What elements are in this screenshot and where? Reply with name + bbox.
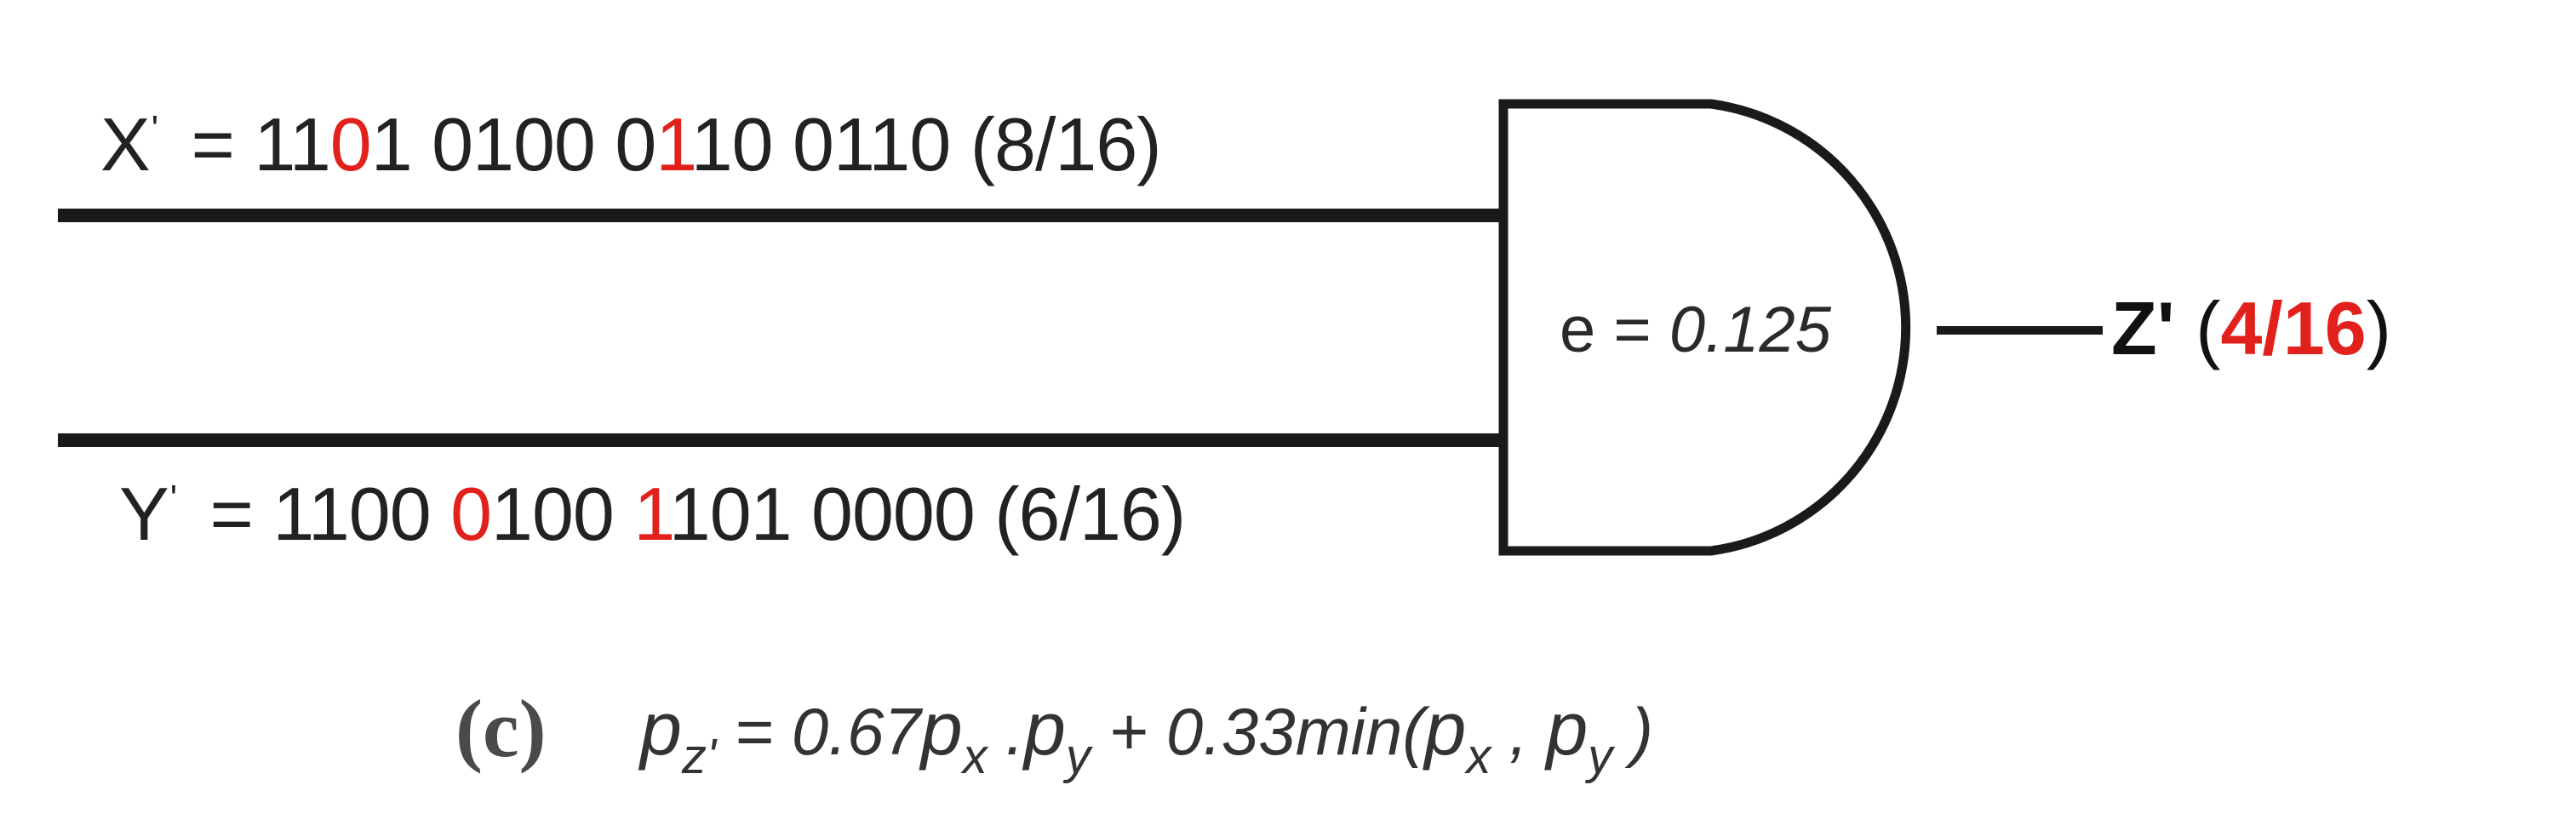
y-bitstream: 1100 0100 1101 0000 xyxy=(272,472,976,556)
x-bits-segment: 10 0110 xyxy=(690,102,952,186)
y-bits-segment: 1100 xyxy=(272,472,451,556)
x-input-label: X' = 1101 0100 0110 0110 (8/16) xyxy=(100,107,1162,182)
error-value: 0.125 xyxy=(1669,294,1832,366)
x-equals: = xyxy=(171,102,255,186)
x-bits-segment: 1 0100 0 xyxy=(370,102,657,186)
x-probability: (8/16) xyxy=(970,102,1162,186)
formula-p: p xyxy=(1546,686,1589,771)
y-bits-segment: 101 0000 xyxy=(668,472,976,556)
z-paren-close: ) xyxy=(2366,286,2392,370)
formula-sub: x xyxy=(962,729,987,784)
y-input-label: Y' = 1100 0100 1101 0000 (6/16) xyxy=(119,477,1186,552)
z-name: Z' xyxy=(2111,286,2175,370)
y-name: Y xyxy=(119,472,169,556)
formula-p: p xyxy=(920,686,963,771)
y-equals: = xyxy=(190,472,273,556)
formula-sub: y xyxy=(1588,729,1613,784)
formula-text: . xyxy=(987,694,1025,769)
formula-text: = 0.67 xyxy=(716,694,921,769)
x-bits-segment: 11 xyxy=(254,102,330,186)
y-probability: (6/16) xyxy=(994,472,1186,556)
caption-tag: (c) xyxy=(455,683,547,774)
y-prime: ' xyxy=(169,478,177,519)
formula-p: p xyxy=(1024,686,1066,771)
formula-text: ) xyxy=(1612,694,1653,769)
formula-sub: x xyxy=(1466,729,1491,784)
x-bitstream: 1101 0100 0110 0110 xyxy=(254,102,952,186)
error-prefix: e = xyxy=(1560,294,1669,366)
caption-formula: pz' = 0.67px .py + 0.33min(px , py ) xyxy=(640,691,1653,782)
formula-sub: y xyxy=(1065,729,1091,784)
gate-error-label: e = 0.125 xyxy=(1560,298,1831,363)
z-probability: (4/16) xyxy=(2195,286,2391,370)
y-bits-segment: 100 xyxy=(491,472,634,556)
y-bit-highlight: 1 xyxy=(633,472,669,556)
x-bit-highlight: 0 xyxy=(329,102,372,186)
formula-p: p xyxy=(1424,686,1467,771)
formula-text: + 0.33min( xyxy=(1090,694,1425,769)
formula-p: p xyxy=(640,686,682,771)
z-paren-open: ( xyxy=(2195,286,2221,370)
x-prime: ' xyxy=(151,108,158,150)
and-gate-shape xyxy=(1498,99,1911,556)
x-bit-highlight: 1 xyxy=(655,102,691,186)
y-bit-highlight: 0 xyxy=(450,472,492,556)
z-output-label: Z' (4/16) xyxy=(2111,291,2391,366)
formula-sub: z' xyxy=(681,729,717,784)
z-fraction-value: 4/16 xyxy=(2220,286,2367,370)
formula-text: , xyxy=(1491,694,1547,769)
x-name: X xyxy=(100,102,151,186)
